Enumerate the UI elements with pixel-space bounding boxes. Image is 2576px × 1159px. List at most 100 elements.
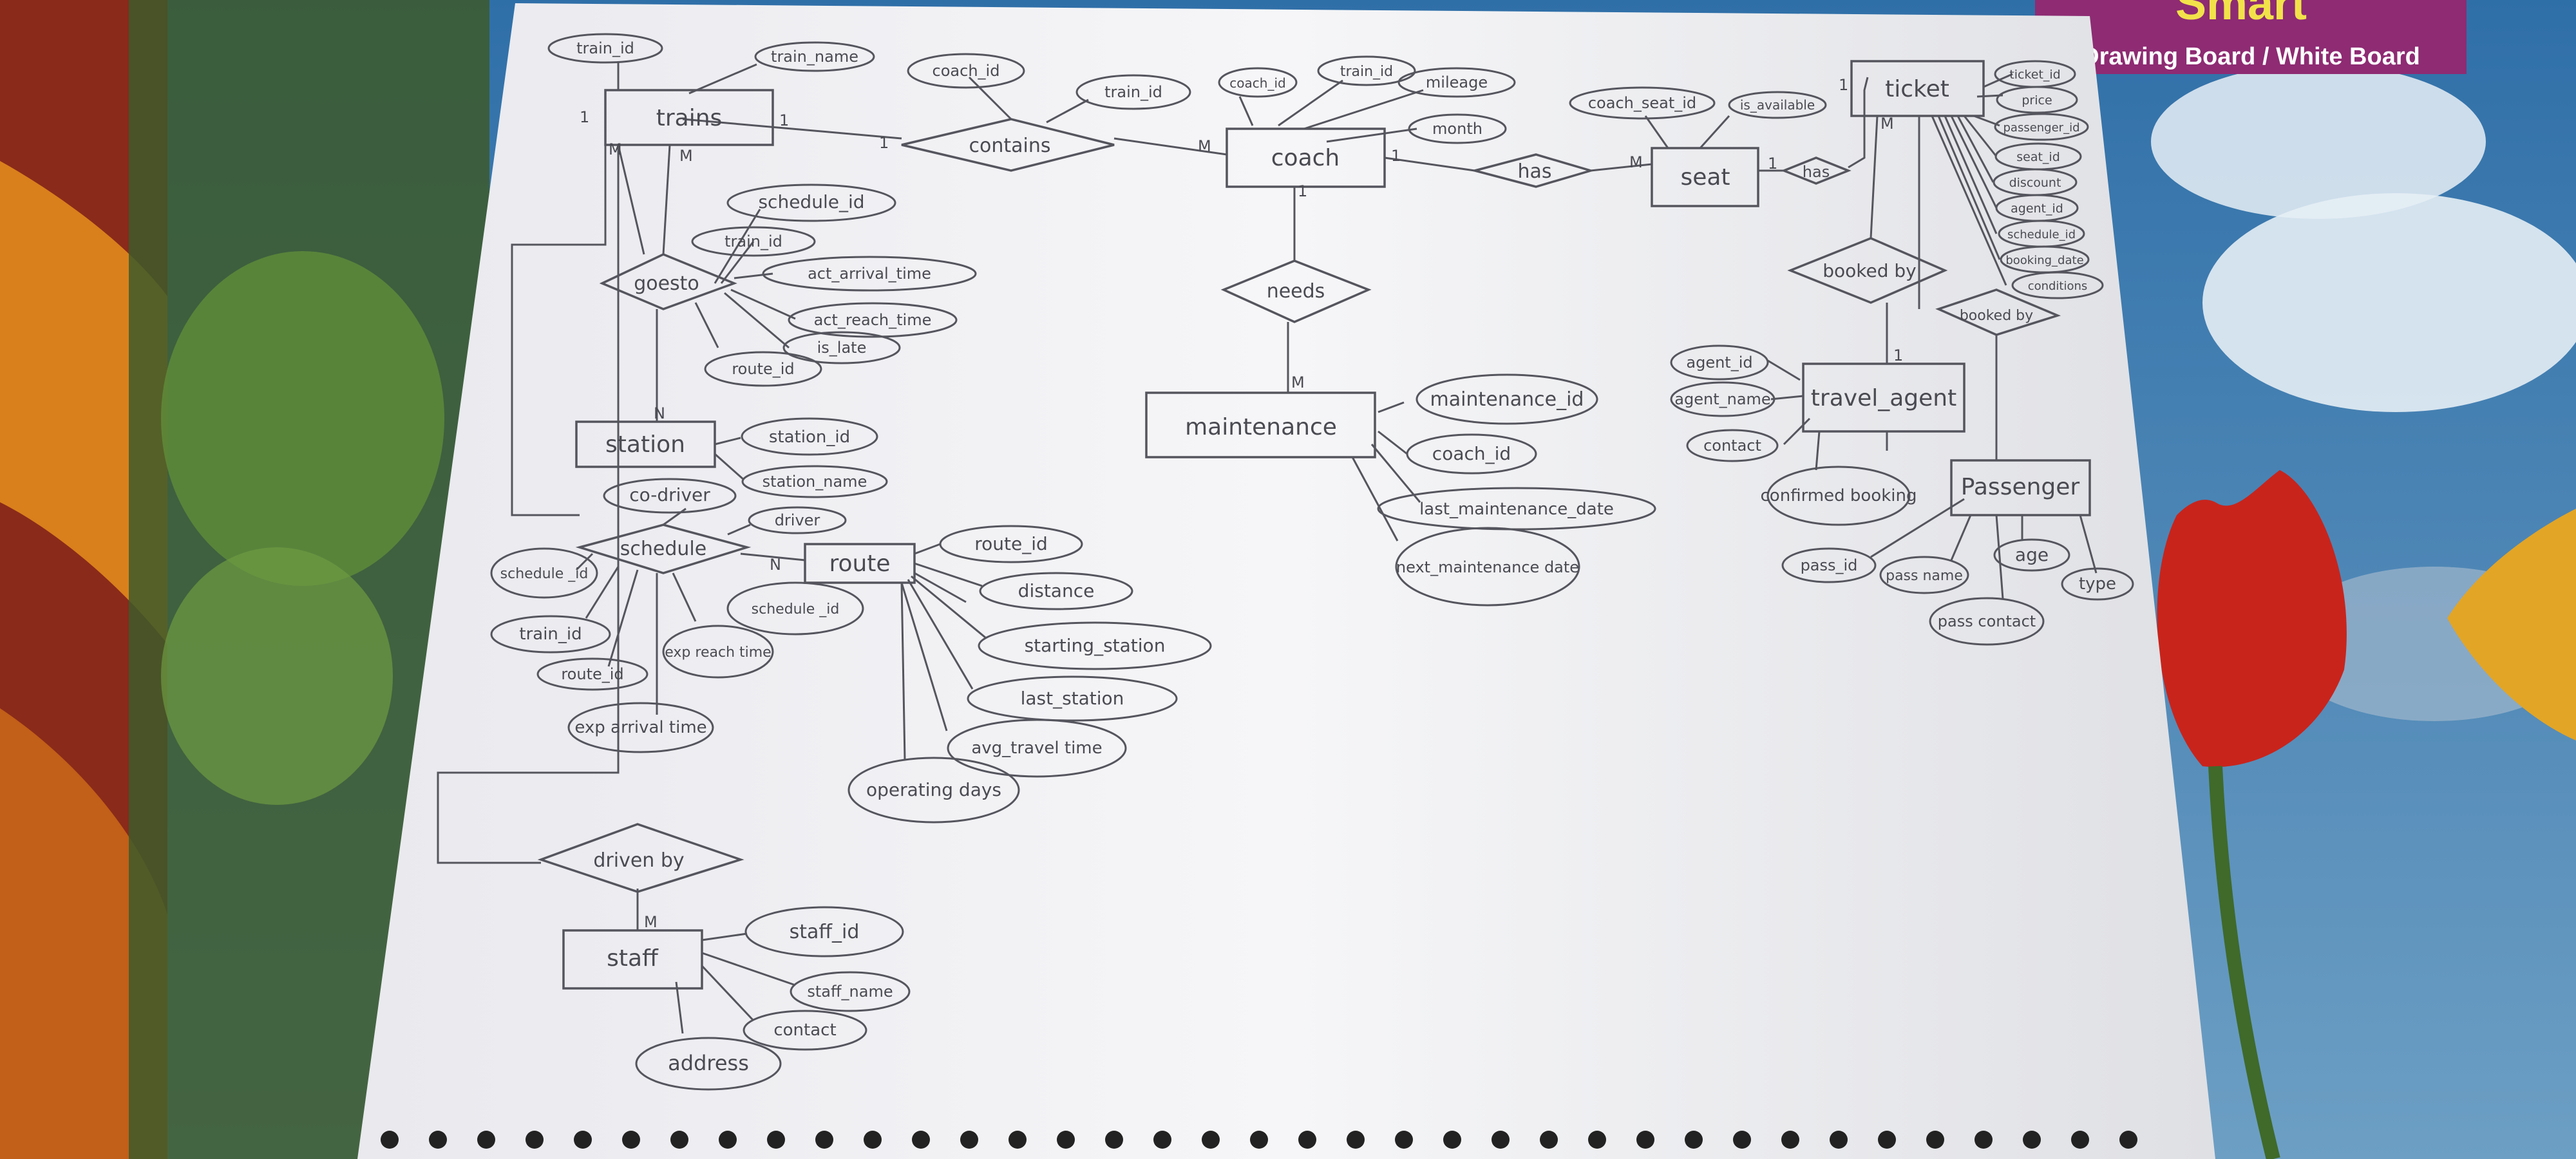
entity-maintenance: maintenance (1185, 414, 1337, 440)
attr-starting-station: starting_station (1025, 635, 1166, 656)
attr-oval-month (1408, 113, 1507, 144)
rel-schedule: schedule (620, 538, 706, 560)
tulip-icon (2157, 470, 2347, 768)
attr-agent-contact: contact (1703, 437, 1761, 455)
attr-act-arrival-time: act_arrival_time (808, 265, 931, 283)
attr-oval-pass-id (1781, 547, 1877, 583)
rel-needs: needs (1267, 280, 1325, 303)
attr-oval-coach-seat-id (1569, 86, 1716, 120)
attr-coach-id-2: coach_id (1229, 75, 1285, 91)
attr-oval-goesto-schedule-id (726, 184, 896, 222)
rel-diamond-booked-by-2 (1935, 288, 2061, 336)
card-trains-m: M (679, 147, 693, 165)
entity-box-trains (604, 89, 774, 146)
rel-diamond-goesto (599, 253, 737, 310)
attr-oval-exp-reach-time (662, 625, 774, 679)
entity-box-staff (562, 929, 703, 990)
spiral-binding (381, 1131, 2137, 1149)
attr-schedule-schedule-id: schedule _id (500, 566, 589, 582)
attr-staff-name: staff_name (807, 983, 893, 1001)
attr-oval-staff-name (790, 971, 911, 1012)
attr-schedule-route-id: route_id (561, 665, 623, 683)
rel-diamond-booked-by-1 (1787, 237, 1948, 304)
card-trains-goesto-m: M (609, 140, 622, 158)
attr-train-name: train_name (771, 48, 858, 66)
entity-box-station (575, 420, 716, 468)
attr-oval-price (1996, 86, 2078, 114)
attr-staff-contact: contact (773, 1021, 836, 1040)
entity-route: route (829, 551, 890, 577)
attr-oval-contains-train-id (1075, 74, 1191, 110)
attr-oval-starting-station (978, 621, 1212, 670)
attr-exp-arrival-time: exp arrival time (574, 718, 706, 737)
card-maintenance-m: M (1291, 373, 1305, 391)
attr-oval-is-late (782, 331, 901, 364)
attr-oval-route-route-id (939, 525, 1083, 563)
attr-oval-type (2061, 567, 2134, 601)
attr-contains-train-id: train_id (1104, 83, 1162, 101)
attr-oval-maintenance-id (1416, 373, 1598, 425)
card-coach-contains-m: M (1198, 137, 1211, 155)
entity-travel-agent: travel_agent (1811, 385, 1956, 411)
rel-driven-by: driven by (593, 849, 684, 872)
attr-train-id-3: train_id (1340, 64, 1393, 80)
attr-goesto-train-id: train_id (724, 232, 782, 250)
attr-oval-distance (979, 572, 1133, 610)
attr-staff-id: staff_id (790, 921, 860, 943)
attr-oval-agent-contact (1686, 429, 1779, 462)
attr-is-available: is_available (1740, 97, 1815, 113)
attr-oval-route-schedule-id (726, 581, 864, 636)
attr-oval-act-reach-time (788, 302, 958, 338)
attr-oval-passenger-id (1994, 113, 2089, 141)
attr-oval-is-available (1728, 91, 1827, 119)
entity-seat: seat (1680, 164, 1730, 191)
attr-driver: driver (775, 511, 820, 529)
attr-maintenance-id: maintenance_id (1430, 388, 1584, 411)
attr-oval-schedule-train-id (490, 615, 611, 654)
attr-oval-address (635, 1037, 782, 1091)
attr-oval-agent-id-2 (1670, 344, 1769, 381)
rel-diamond-schedule (575, 523, 752, 574)
attr-month: month (1432, 120, 1482, 138)
rel-goesto: goesto (634, 272, 699, 295)
rel-diamond-has-2 (1781, 156, 1852, 185)
attr-oval-station-name (741, 465, 888, 498)
attr-oval-pass-contact (1929, 597, 2045, 646)
attr-coach-seat-id: coach_seat_id (1588, 94, 1696, 112)
attr-oval-last-station (967, 675, 1178, 722)
attr-oval-age (1993, 538, 2070, 572)
attr-passenger-id: passenger_id (2003, 121, 2079, 135)
attr-oval-exp-arrival-time (567, 702, 714, 753)
brand-banner (2035, 0, 2467, 74)
card-seat-has-m: M (1629, 153, 1643, 171)
attr-next-maintenance-date: next_maintenance date (1396, 558, 1579, 576)
attr-schedule-train-id: train_id (519, 625, 582, 644)
attr-act-reach-time: act_reach_time (814, 311, 932, 329)
attr-last-station: last_station (1021, 688, 1124, 709)
attr-oval-station-id (741, 417, 878, 456)
attr-oval-avg-travel-time (947, 719, 1127, 778)
attr-address: address (668, 1051, 749, 1075)
attr-goesto-schedule-id: schedule_id (758, 191, 864, 212)
attr-oval-operating-days (848, 757, 1020, 824)
butterfly-icon (2447, 509, 2576, 740)
attr-pass-id: pass_id (1801, 556, 1858, 574)
attr-operating-days: operating days (866, 779, 1001, 800)
rel-booked-by-1: booked by (1823, 260, 1917, 281)
attr-pass-contact: pass contact (1938, 612, 2036, 630)
attr-conditions: conditions (2028, 279, 2088, 293)
attr-agent-name: agent_name (1674, 390, 1770, 408)
attr-oval-staff-contact (743, 1010, 867, 1051)
rel-diamond-contains (901, 118, 1115, 172)
card-route-n: N (770, 556, 781, 574)
attr-oval-train-id (547, 33, 663, 64)
card-coach-needs-1: 1 (1298, 182, 1307, 200)
attr-train-id: train_id (576, 39, 634, 57)
attr-goesto-route-id: route_id (732, 360, 794, 378)
rel-has-2: has (1803, 163, 1830, 181)
brand-tagline: Drawing Board / White Board (2081, 43, 2420, 70)
attr-maintenance-coach-id: coach_id (1432, 443, 1511, 464)
entity-box-seat (1651, 147, 1759, 207)
